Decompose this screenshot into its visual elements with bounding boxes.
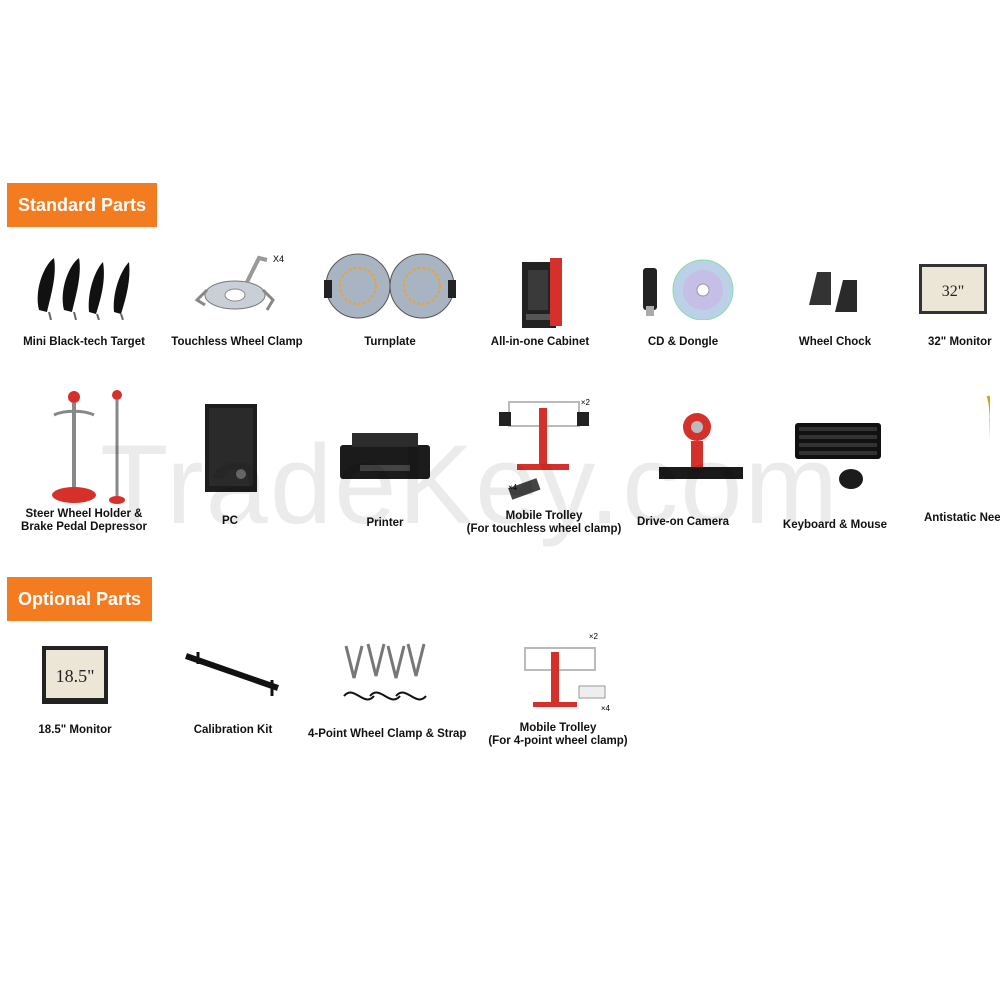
part-touchless-wheel-clamp: X4 Touchless Wheel Clamp <box>162 250 312 349</box>
antistatic-needle-icon <box>986 395 990 441</box>
part-turnplate: Turnplate <box>315 250 465 349</box>
part-pc: PC <box>155 400 305 528</box>
monitor-screen-text: 32" <box>942 283 965 300</box>
pc-icon <box>205 404 257 492</box>
quantity-badge: ×2 <box>580 398 590 407</box>
camera-icon <box>659 413 743 479</box>
part-mobile-trolley-touchless: ×2 ×4 Mobile Trolley(For touchless wheel… <box>464 388 624 536</box>
calibration-kit-icon <box>185 652 279 696</box>
part-cd-dongle: CD & Dongle <box>608 250 758 349</box>
mini-target-icon <box>37 258 130 320</box>
part-32-monitor: 32" 32" Monitor <box>888 250 1000 349</box>
four-point-clamp-icon <box>343 643 427 701</box>
monitor-screen-text: 18.5" <box>56 666 95 686</box>
printer-icon <box>340 433 430 479</box>
quantity-badge: X4 <box>272 254 284 264</box>
part-mobile-trolley-4-point: ×2 ×4 Mobile Trolley(For 4-point wheel c… <box>488 632 628 747</box>
part-wheel-chock: Wheel Chock <box>760 250 910 349</box>
quantity-badge: ×4 <box>600 704 610 713</box>
cd-dongle-icon <box>643 259 734 320</box>
standard-parts-header: Standard Parts <box>7 183 158 227</box>
cabinet-icon <box>522 258 562 328</box>
turnplate-icon <box>324 253 456 319</box>
part-18-5-monitor: 18.5" 18.5" Monitor <box>0 642 150 737</box>
part-steer-wheel-holder: Steer Wheel Holder &Brake Pedal Depresso… <box>9 385 159 534</box>
part-keyboard-mouse: Keyboard & Mouse <box>760 415 910 532</box>
optional-parts-header: Optional Parts <box>7 577 153 621</box>
part-all-in-one-cabinet: All-in-one Cabinet <box>465 250 615 349</box>
steer-holder-icon <box>52 390 125 504</box>
part-antistatic-needle: Antistatic Nee <box>905 388 1000 525</box>
part-mini-target: Mini Black-tech Target <box>9 250 159 349</box>
monitor-icon: 32" <box>919 264 987 314</box>
part-4-point-wheel-clamp: 4-Point Wheel Clamp & Strap <box>308 638 466 741</box>
part-drive-on-camera: Drive-on Camera <box>608 405 758 529</box>
wheel-clamp-icon <box>194 255 275 311</box>
part-printer: Printer <box>310 425 460 530</box>
trolley-icon <box>524 647 606 707</box>
part-calibration-kit: Calibration Kit <box>158 642 308 737</box>
monitor-icon: 18.5" <box>42 646 108 704</box>
quantity-badge: ×4 <box>508 483 518 492</box>
quantity-badge: ×2 <box>588 632 598 641</box>
keyboard-icon <box>795 423 881 489</box>
wheel-chock-icon <box>809 272 857 312</box>
trolley-icon <box>499 401 589 500</box>
